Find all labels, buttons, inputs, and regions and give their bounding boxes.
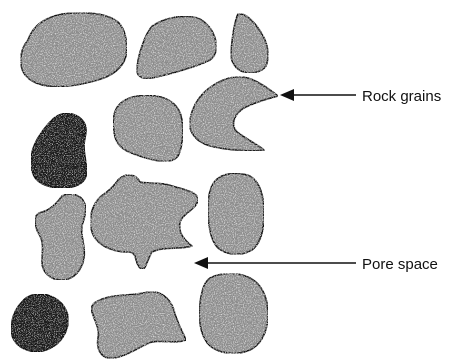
rock-grain [113, 95, 183, 161]
pore-space-label: Pore space [362, 256, 438, 273]
rock-grain [231, 14, 268, 73]
rock-grain [21, 13, 127, 87]
rock-grain [190, 77, 278, 151]
rock-grains-label: Rock grains [362, 88, 441, 105]
rock-grain [35, 194, 86, 280]
rock-grain [199, 274, 268, 354]
rock-grain [91, 175, 199, 269]
rock-grain [11, 294, 68, 352]
rock-grain [137, 16, 216, 78]
pore-space-arrowhead-icon [194, 257, 208, 269]
rock-grain [91, 292, 186, 359]
rock-grain [31, 113, 87, 188]
rock-grain [208, 173, 264, 254]
rock-grains-arrowhead-icon [280, 89, 294, 101]
